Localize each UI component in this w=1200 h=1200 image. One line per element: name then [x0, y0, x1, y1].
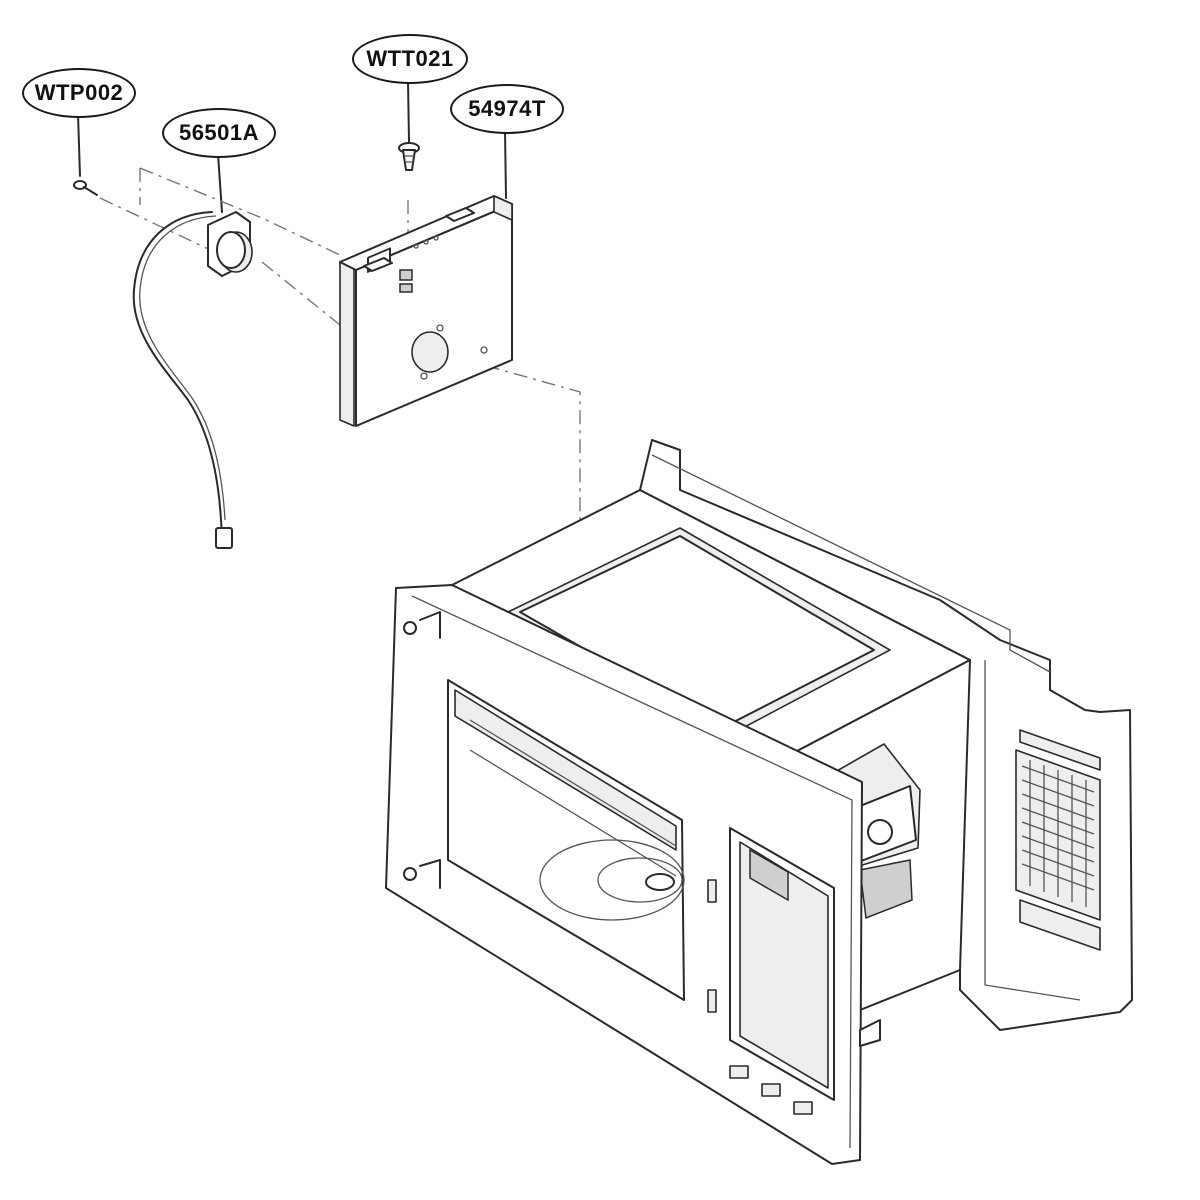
- callout-label: WTP002: [34, 80, 124, 105]
- bracket-54974t: [339, 195, 513, 427]
- callout-56501a: 56501A: [162, 108, 276, 158]
- front-slots: [707, 879, 813, 1115]
- callout-wtp002: WTP002: [22, 68, 136, 118]
- cavity-body: [385, 439, 1133, 1165]
- leader-lines: [77, 79, 507, 213]
- thermostat-56501a: [132, 211, 253, 549]
- vent-grille: [1021, 760, 1095, 907]
- callout-label: 56501A: [178, 120, 260, 145]
- screw-wtt021: [398, 142, 420, 171]
- callout-54974t: 54974T: [450, 84, 564, 134]
- callout-label: 54974T: [468, 96, 546, 121]
- callout-label: WTT021: [366, 46, 454, 71]
- screw-wtp002: [73, 180, 98, 196]
- callout-wtt021: WTT021: [352, 34, 468, 84]
